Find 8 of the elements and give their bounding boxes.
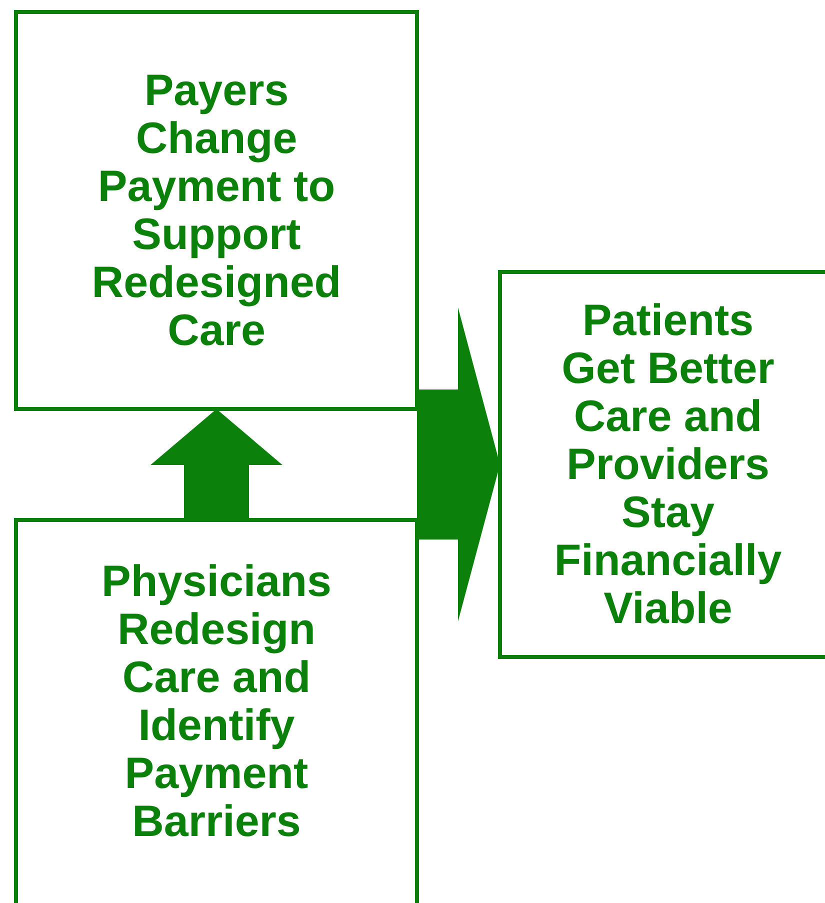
box-label: Patients Get Better Care and Providers Stay Financially Viable bbox=[553, 296, 783, 632]
process-box bbox=[14, 10, 419, 411]
block-arrow bbox=[150, 409, 282, 520]
box-label: Physicians Redesign Care and Identify Payment Barriers bbox=[100, 558, 332, 846]
box-label: Payers Change Payment to Support Redesigned Care bbox=[90, 66, 342, 354]
process-box bbox=[498, 270, 825, 659]
block-arrow bbox=[417, 308, 500, 622]
process-box bbox=[14, 518, 419, 903]
